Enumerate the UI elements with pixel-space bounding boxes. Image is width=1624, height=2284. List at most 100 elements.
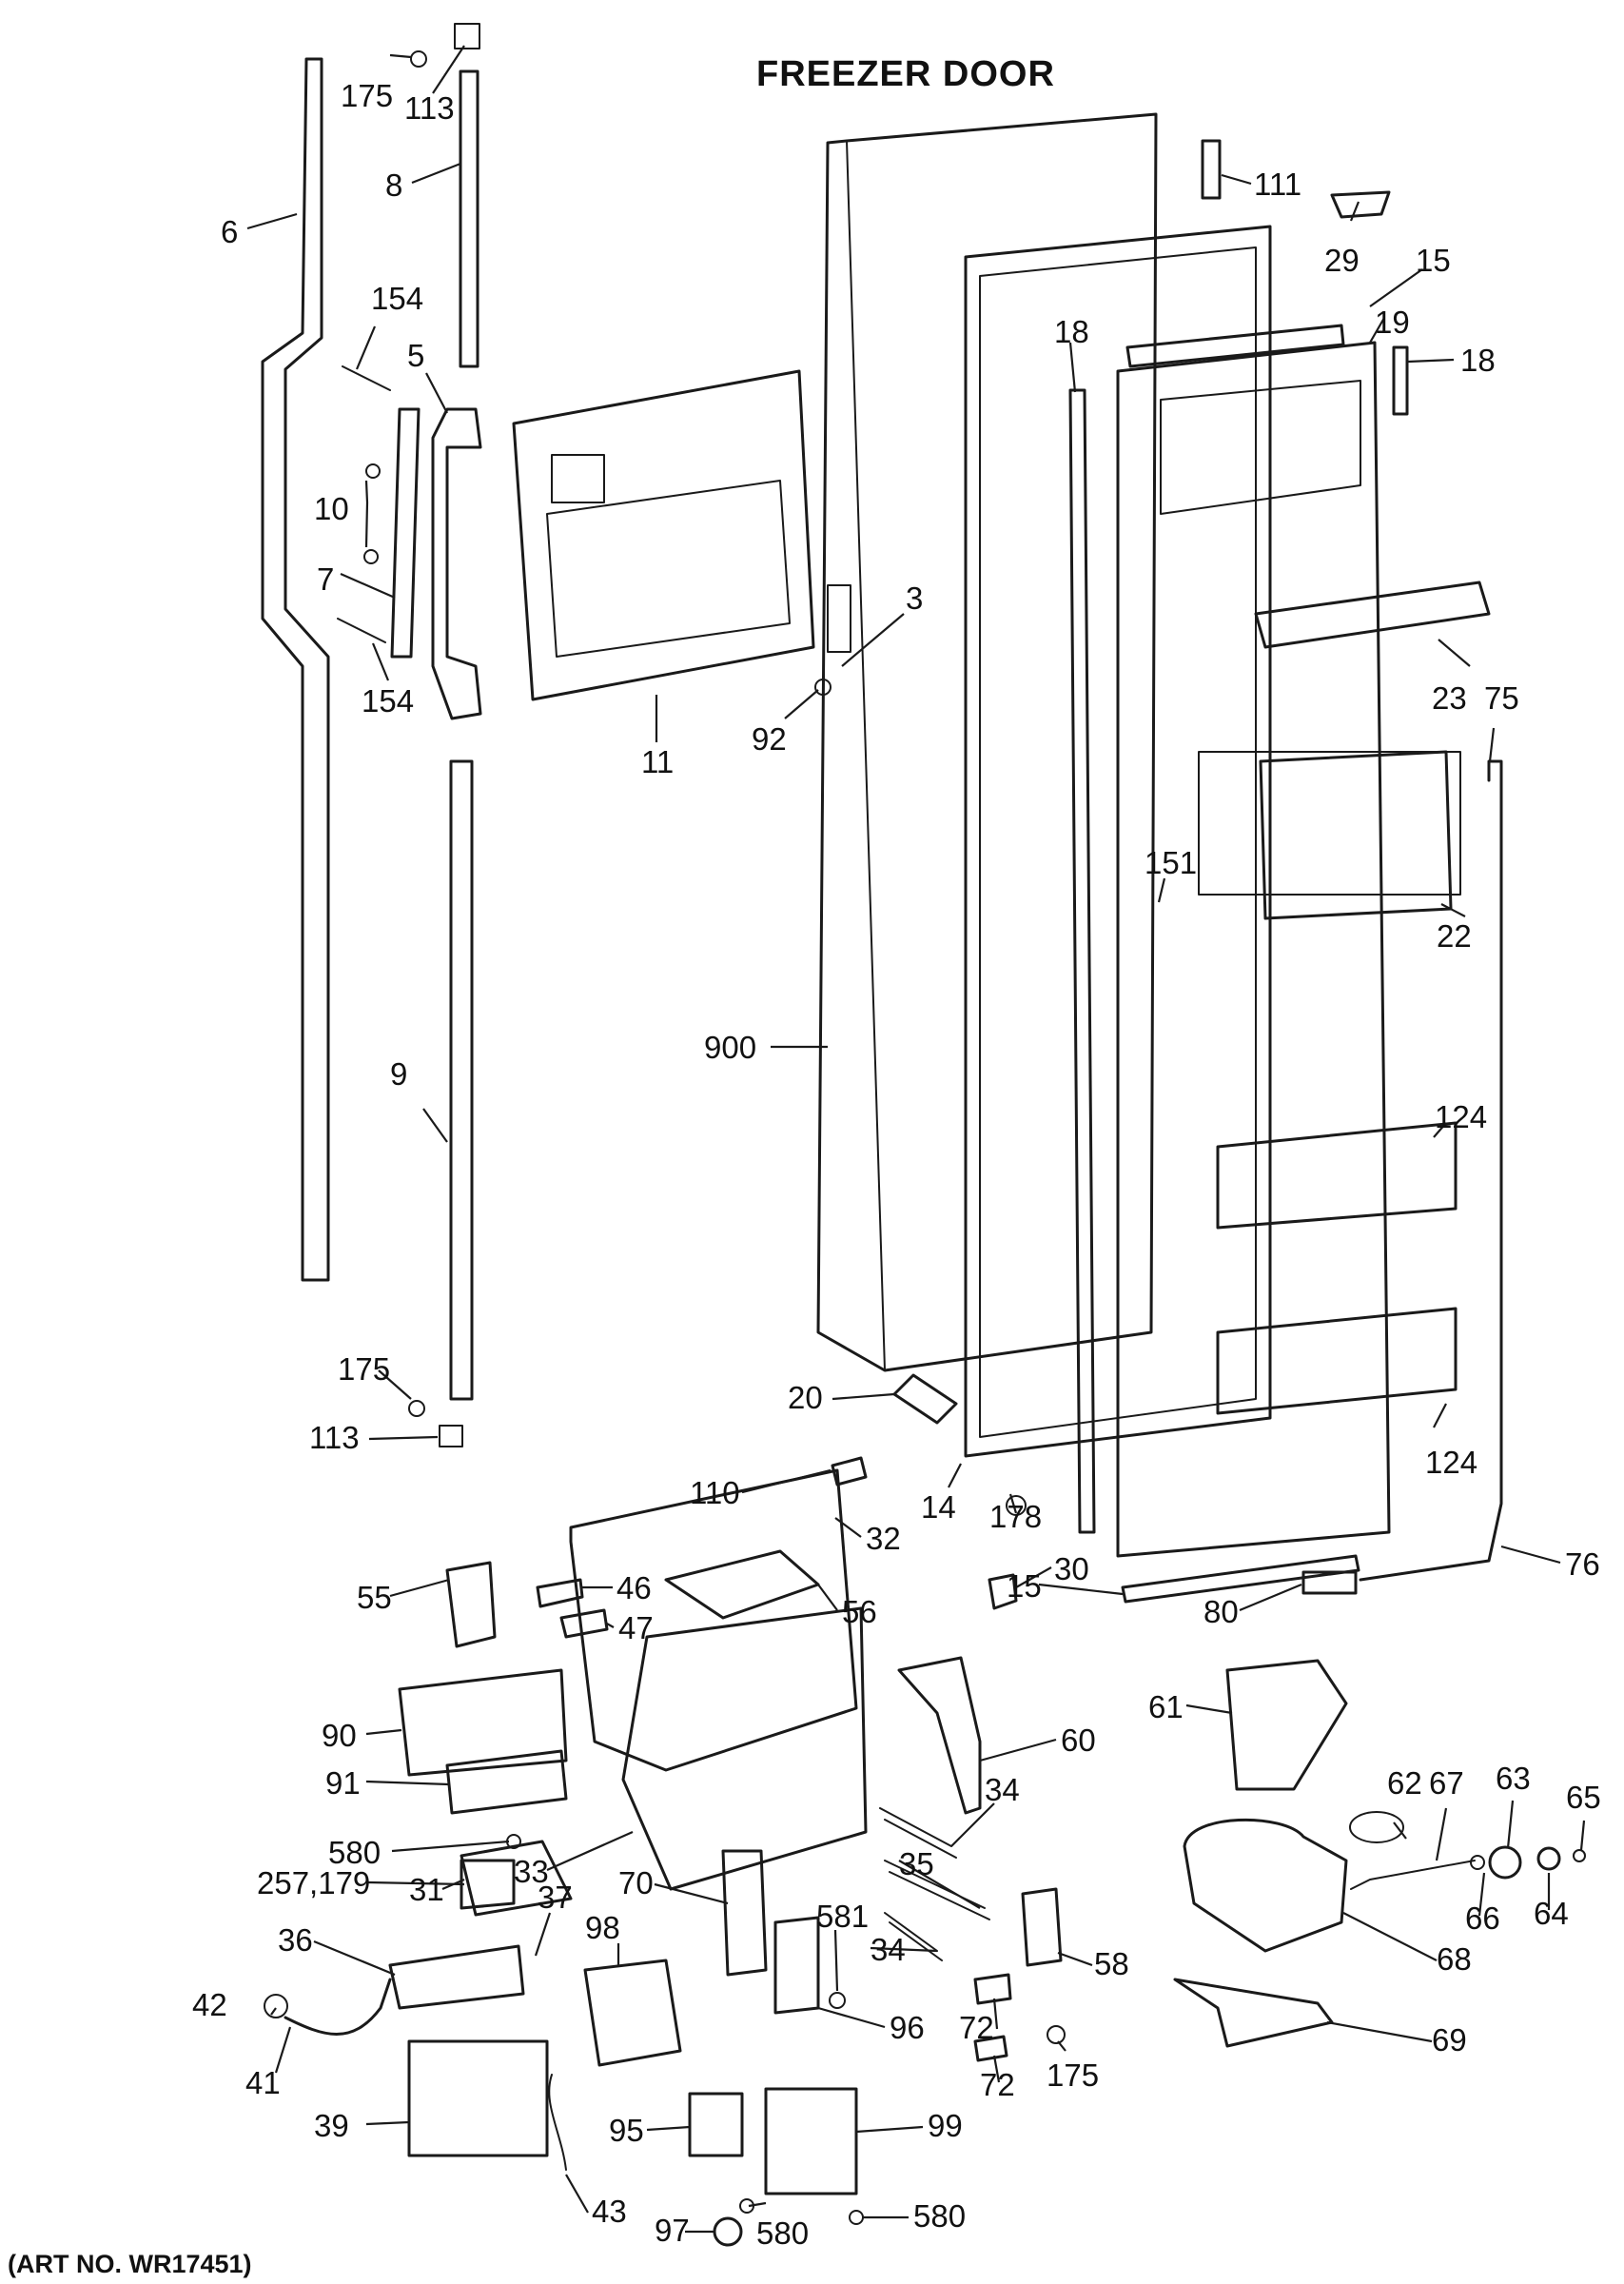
part-label: 124	[1435, 1099, 1487, 1134]
part-door-gasket-inner	[979, 246, 1257, 1438]
part-label: 110	[690, 1475, 740, 1510]
part-label: 96	[890, 2010, 925, 2045]
part-washer-66	[1470, 1855, 1485, 1870]
part-label: 581	[816, 1899, 869, 1934]
part-breaker-strip-right	[1392, 345, 1409, 416]
part-dispenser-frame	[512, 369, 815, 701]
part-label: 99	[928, 2108, 963, 2143]
part-outer-door-panel	[816, 112, 1158, 1372]
part-label: 900	[704, 1030, 756, 1065]
part-label: 98	[585, 1910, 620, 1945]
part-label: 35	[899, 1846, 934, 1881]
part-label: 22	[1437, 918, 1472, 954]
part-label: 64	[1534, 1896, 1569, 1931]
part-cap-110	[831, 1456, 868, 1487]
part-chute-61	[1225, 1659, 1348, 1791]
part-label: 62	[1387, 1765, 1422, 1801]
part-bracket-58	[1021, 1887, 1063, 1967]
part-label: 39	[314, 2108, 349, 2143]
part-bin-upper	[1216, 1121, 1458, 1230]
part-label: 7	[317, 561, 334, 597]
part-label: 58	[1094, 1946, 1129, 1981]
part-bracket-60	[897, 1656, 982, 1815]
part-label: 60	[1061, 1723, 1096, 1758]
part-bracket-47	[559, 1608, 609, 1639]
part-screw-154-bottom	[337, 618, 386, 643]
part-rod-67	[1350, 1860, 1476, 1890]
part-label: 55	[357, 1580, 392, 1615]
part-switch-55	[445, 1561, 497, 1648]
part-label: 95	[609, 2113, 644, 2148]
part-actuator-56	[664, 1549, 820, 1620]
part-label: 175	[1047, 2058, 1099, 2093]
part-bracket-46	[536, 1578, 584, 1608]
part-label: 61	[1148, 1689, 1184, 1724]
part-label: 580	[328, 1835, 381, 1870]
part-label: 90	[322, 1718, 357, 1753]
part-label: 65	[1566, 1780, 1601, 1815]
part-disc-62	[1349, 1811, 1404, 1843]
part-label: 92	[752, 721, 787, 757]
part-label: 19	[1375, 305, 1410, 340]
part-label: 11	[641, 744, 674, 779]
part-dispenser-frame-box	[551, 454, 605, 503]
part-label: 9	[390, 1056, 407, 1092]
part-label: 580	[913, 2198, 966, 2234]
part-label: 46	[616, 1570, 652, 1605]
part-water-tube	[1359, 759, 1503, 1582]
part-label: 111	[1254, 167, 1301, 202]
part-label: 34	[871, 1932, 906, 1967]
part-clip-30	[988, 1573, 1018, 1610]
part-screw-154-top	[342, 365, 391, 391]
part-label: 175	[338, 1351, 390, 1387]
part-label: 154	[362, 683, 414, 719]
part-label: 30	[1054, 1551, 1089, 1586]
part-screw-175-bottom	[1047, 2025, 1066, 2044]
part-label: 37	[538, 1880, 573, 1915]
part-screw-10-b	[363, 549, 379, 564]
part-trim-bottom	[1121, 1554, 1360, 1604]
part-pin-111	[1201, 139, 1222, 200]
part-outer-door-panel-edge	[827, 140, 886, 1371]
part-label: 36	[278, 1922, 313, 1958]
part-number-labels: 175 113 8 6 154 5 10 7 154 11 3 92 111 2…	[192, 78, 1601, 2251]
part-label: 56	[842, 1594, 877, 1629]
part-label: 70	[618, 1865, 654, 1900]
part-label: 34	[985, 1772, 1020, 1807]
part-label: 97	[655, 2213, 690, 2248]
part-dispenser-frame-inner	[546, 480, 791, 658]
part-label: 47	[618, 1610, 654, 1645]
part-label: 29	[1324, 243, 1360, 278]
part-panel-91	[445, 1749, 568, 1815]
part-screw-580-c	[849, 2210, 864, 2225]
part-dispenser-cover	[1259, 750, 1453, 920]
part-dispenser-housing-32	[569, 1468, 858, 1772]
part-screw-10-a	[365, 463, 381, 479]
part-screw-178	[1006, 1495, 1027, 1516]
part-upper-strip	[459, 69, 479, 368]
part-bracket-36	[388, 1944, 525, 2010]
part-switch-95	[688, 2092, 744, 2157]
part-screw-65	[1573, 1849, 1586, 1862]
part-label: 5	[407, 338, 424, 373]
part-label: 41	[245, 2065, 281, 2100]
part-box-39	[407, 2039, 549, 2157]
part-door-liner-shelf	[1160, 380, 1361, 515]
part-label: 23	[1432, 680, 1467, 716]
part-dispenser-box-33	[621, 1606, 868, 1891]
part-clip-29	[1330, 190, 1391, 219]
part-label: 18	[1460, 343, 1496, 378]
part-label: 43	[592, 2194, 627, 2229]
part-handle	[390, 407, 421, 659]
part-solenoid-96	[773, 1916, 820, 2015]
part-knob-63	[1488, 1845, 1522, 1880]
part-bracket-257-179	[460, 1859, 516, 1910]
part-cap-113-top	[454, 23, 480, 49]
part-label: 151	[1145, 845, 1197, 880]
part-trim-top	[1125, 324, 1345, 368]
art-number: (ART NO. WR17451)	[8, 2250, 252, 2278]
part-spring-34-upper	[879, 1807, 957, 1859]
part-label: 72	[959, 2010, 994, 2045]
